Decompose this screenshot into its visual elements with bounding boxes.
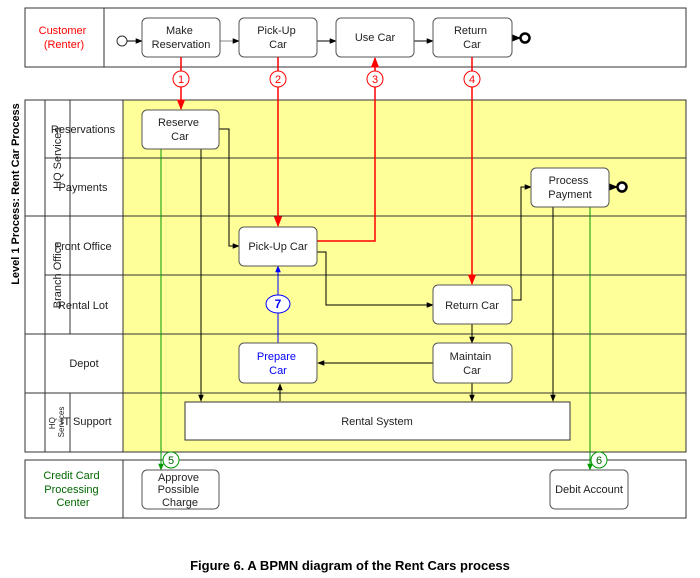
task-make-reservation[interactable]: Make Reservation [141, 17, 221, 58]
task-return-car[interactable]: Return Car [432, 284, 513, 325]
svg-text:Reserve Car: Reserve Car [158, 117, 202, 143]
task-customer-pick-up-car[interactable]: Pick-Up Car [238, 17, 318, 58]
message-marker-5: 5 [162, 451, 180, 469]
lane-label-depot: Depot [69, 358, 98, 370]
svg-text:Prepare Car: Prepare Car [257, 351, 299, 377]
group-label-hq-services-it: HQ Services [48, 407, 66, 438]
svg-text:Pick-Up Car: Pick-Up Car [257, 25, 299, 51]
svg-text:6: 6 [596, 455, 602, 467]
lane-label-payments: Payments [59, 182, 108, 194]
task-process-payment[interactable]: Process Payment [530, 167, 610, 208]
payment-end-event[interactable] [616, 181, 628, 193]
main-pool: Level 1 Process: Rent Car Process HQ Ser… [10, 99, 687, 453]
svg-text:Process Payment: Process Payment [548, 175, 591, 201]
svg-text:4: 4 [469, 74, 475, 86]
task-debit-account[interactable]: Debit Account [549, 469, 629, 510]
svg-text:Approve Possible C: Approve Possible Charge [158, 472, 203, 509]
svg-text:5: 5 [168, 455, 174, 467]
svg-text:7: 7 [275, 297, 282, 311]
task-prepare-car[interactable]: Prepare Car [238, 342, 318, 384]
svg-text:Pick-Up Car: Pick-Up Car [248, 241, 308, 253]
task-reserve-car[interactable]: Reserve Car [141, 109, 220, 150]
svg-text:Return Car: Return Car [454, 25, 490, 51]
svg-text:Debit Account: Debit Account [555, 484, 623, 496]
message-marker-4: 4 [463, 70, 481, 88]
task-rental-system[interactable]: Rental System [184, 401, 571, 441]
main-pool-title: Level 1 Process: Rent Car Process [10, 103, 22, 285]
customer-sequence-flows [116, 32, 531, 47]
lane-label-it-support: IT Support [60, 416, 111, 428]
message-marker-2: 2 [269, 70, 287, 88]
message-marker-6: 6 [590, 451, 608, 469]
svg-text:Use Car: Use Car [355, 32, 396, 44]
credit-card-pool-label: Credit Card Processing Center [43, 470, 102, 509]
customer-pool-label: Customer (Renter) [39, 25, 90, 51]
customer-end-event[interactable] [519, 32, 531, 44]
message-flows [158, 56, 593, 471]
svg-text:3: 3 [372, 74, 378, 86]
message-flow-3 [317, 56, 380, 242]
flow-return-to-payment [512, 184, 532, 301]
svg-text:Return Car: Return Car [445, 300, 499, 312]
svg-text:2: 2 [275, 74, 281, 86]
task-use-car[interactable]: Use Car [335, 17, 415, 58]
lane-label-reservations: Reservations [51, 124, 116, 136]
task-maintain-car[interactable]: Maintain Car [432, 342, 513, 384]
main-sequence-flows [198, 128, 619, 402]
figure-caption: Figure 6. A BPMN diagram of the Rent Car… [190, 558, 510, 573]
lane-label-rental-lot: Rental Lot [58, 300, 108, 312]
lane-label-front-office: Front Office [54, 241, 111, 253]
svg-text:1: 1 [178, 74, 184, 86]
message-marker-7: 7 [265, 294, 291, 314]
message-marker-3: 3 [366, 70, 384, 88]
message-marker-1: 1 [172, 70, 190, 88]
svg-text:Make Reservation: Make Reservation [152, 25, 211, 51]
task-pick-up-car[interactable]: Pick-Up Car [238, 226, 318, 267]
task-approve-possible-charge[interactable]: Approve Possible Charge [141, 469, 220, 510]
customer-start-event[interactable] [116, 35, 128, 47]
group-label-branch-office: Branch Office [52, 242, 64, 308]
svg-text:Rental System: Rental System [341, 416, 413, 428]
group-label-hq-services: HQ Services [52, 127, 64, 189]
svg-text:Maintain Car: Maintain Car [450, 351, 495, 377]
flow-reserve-to-pickup [219, 128, 240, 249]
task-customer-return-car[interactable]: Return Car [432, 17, 513, 58]
flow-pickup-to-return [317, 251, 434, 308]
